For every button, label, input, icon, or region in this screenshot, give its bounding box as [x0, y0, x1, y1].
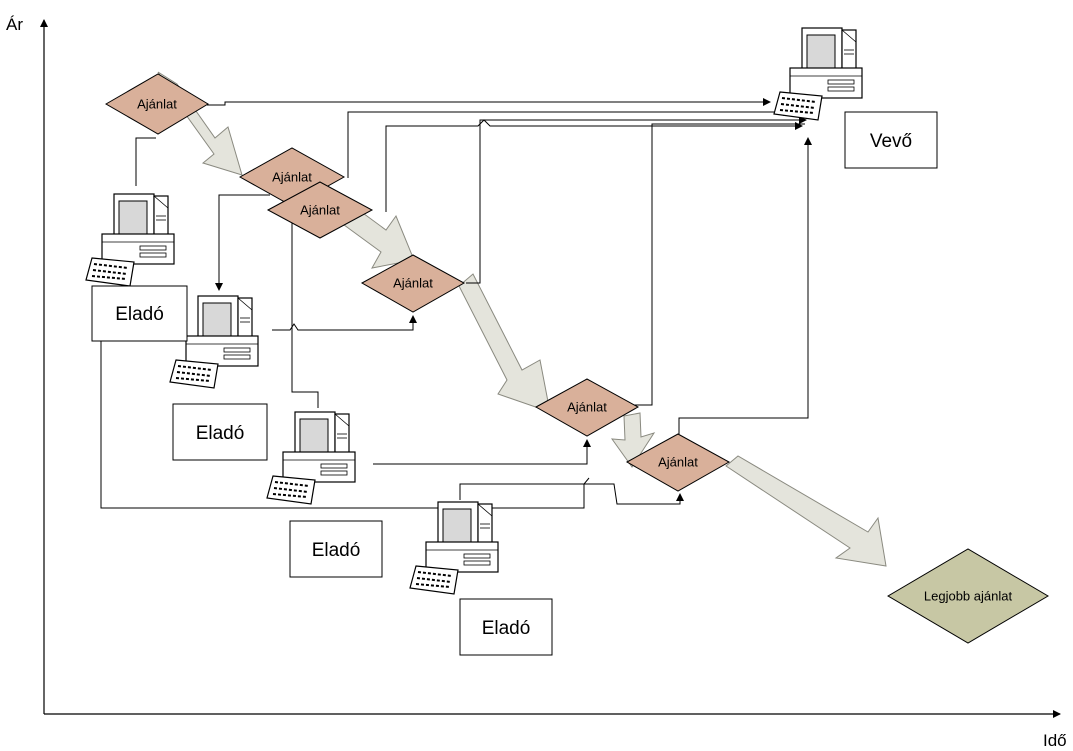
buyer-label: Vevő — [870, 131, 912, 152]
seller-computer-icon — [85, 193, 175, 287]
x-axis-label: Idő — [1043, 731, 1067, 750]
seller-label: Eladó — [482, 618, 531, 639]
seller-label: Eladó — [196, 423, 245, 444]
offer-label: Ajánlat — [658, 455, 698, 470]
seller-computer-icon — [409, 501, 499, 595]
offer-label: Ajánlat — [300, 203, 340, 218]
offer-diamond: Ajánlat — [534, 378, 640, 437]
flow-arrow — [458, 273, 551, 413]
flow-arrow — [610, 412, 656, 468]
best-offer-label: Legjobb ajánlat — [924, 589, 1013, 604]
offer-diamond: Ajánlat — [625, 433, 731, 492]
seller-box: Eladó — [91, 285, 188, 342]
offer-diamond: Ajánlat — [266, 181, 374, 239]
seller-label: Eladó — [115, 304, 164, 325]
best-offer-diamond: Legjobb ajánlat — [887, 548, 1049, 644]
seller-box: Eladó — [289, 520, 383, 578]
connector-lines — [100, 98, 812, 509]
seller-computer-icon — [266, 411, 356, 505]
buyer-box: Vevő — [844, 111, 938, 169]
offer-label: Ajánlat — [272, 170, 312, 185]
seller-label: Eladó — [312, 540, 361, 561]
offer-diamond: Ajánlat — [360, 254, 466, 313]
buyer-computer-icon — [773, 27, 863, 121]
seller-box: Eladó — [172, 403, 268, 461]
y-axis-label: Ár — [6, 15, 23, 34]
offer-label: Ajánlat — [567, 400, 607, 415]
flow-arrow — [725, 455, 887, 567]
offer-diamond: Ajánlat — [104, 73, 209, 135]
offer-label: Ajánlat — [393, 276, 433, 291]
seller-box: Eladó — [459, 598, 553, 656]
offer-label: Ajánlat — [137, 97, 177, 112]
